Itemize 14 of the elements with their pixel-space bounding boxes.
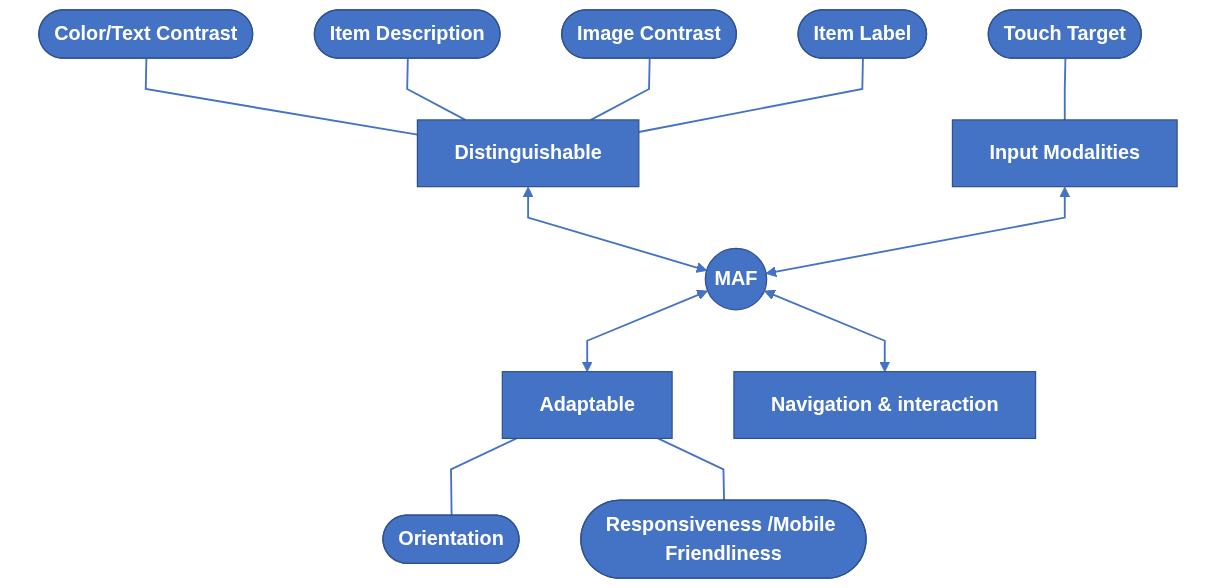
node-box: Navigation & interaction (733, 371, 1037, 440)
arrow (582, 289, 709, 373)
arrow (764, 289, 891, 373)
arrow (523, 186, 708, 273)
connector (406, 57, 467, 121)
arrow (766, 186, 1071, 278)
node-box: Input Modalities (952, 119, 1179, 188)
node-circle: MAF (705, 247, 768, 311)
node-box: Adaptable (502, 371, 674, 440)
connector (1064, 57, 1067, 121)
node-box: Distinguishable (417, 119, 640, 188)
connector (657, 437, 726, 502)
connector (450, 437, 518, 517)
connector (590, 57, 652, 121)
